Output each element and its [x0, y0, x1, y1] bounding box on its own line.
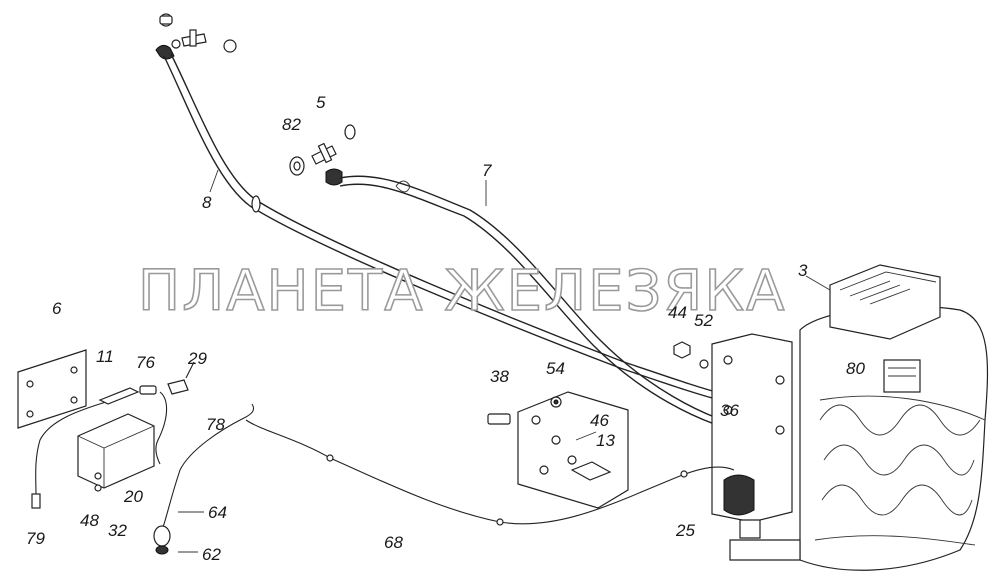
cable-64: [153, 403, 255, 555]
callout-79: 79: [26, 529, 45, 548]
callout-3: 3: [798, 261, 808, 280]
callout-62: 62: [202, 545, 221, 564]
watermark-text: ПЛАНЕТА ЖЕЛЕЗЯКА: [138, 259, 786, 324]
callout-80: 80: [846, 359, 865, 378]
leader-lines: [209, 169, 831, 441]
callout-82: 82: [282, 115, 301, 134]
callout-8: 8: [202, 193, 212, 212]
callout-11: 11: [96, 347, 114, 366]
callout-44: 44: [668, 303, 687, 322]
left-cluster: [17, 349, 195, 509]
callout-5: 5: [316, 93, 326, 112]
hose-7: [339, 175, 761, 437]
nuts-44-52: [673, 341, 709, 369]
hose-8: [163, 53, 793, 411]
callout-13: 13: [596, 431, 615, 450]
callout-68: 68: [384, 533, 403, 552]
callout-52: 52: [694, 311, 713, 330]
fittings-82-5: [289, 124, 356, 186]
callout-32: 32: [108, 521, 127, 540]
tank-assembly: [711, 264, 989, 571]
top-fittings: [155, 13, 237, 60]
callout-6: 6: [52, 299, 62, 318]
callout-20: 20: [123, 487, 143, 506]
callout-labels: 3 5 6 7 8 11 13 20 25 29 32 36 38 44 46 …: [26, 93, 865, 564]
callout-29: 29: [187, 349, 207, 368]
callout-64: 64: [208, 503, 227, 522]
bracket-13: [487, 391, 629, 509]
callout-54: 54: [546, 359, 565, 378]
callout-38: 38: [490, 367, 509, 386]
callout-36: 36: [720, 401, 739, 420]
callout-25: 25: [675, 521, 695, 540]
callout-46: 46: [590, 411, 609, 430]
cable-68: [245, 419, 735, 526]
callout-7: 7: [482, 161, 492, 180]
callout-78: 78: [206, 415, 225, 434]
callout-76: 76: [136, 353, 155, 372]
callout-48: 48: [80, 511, 99, 530]
